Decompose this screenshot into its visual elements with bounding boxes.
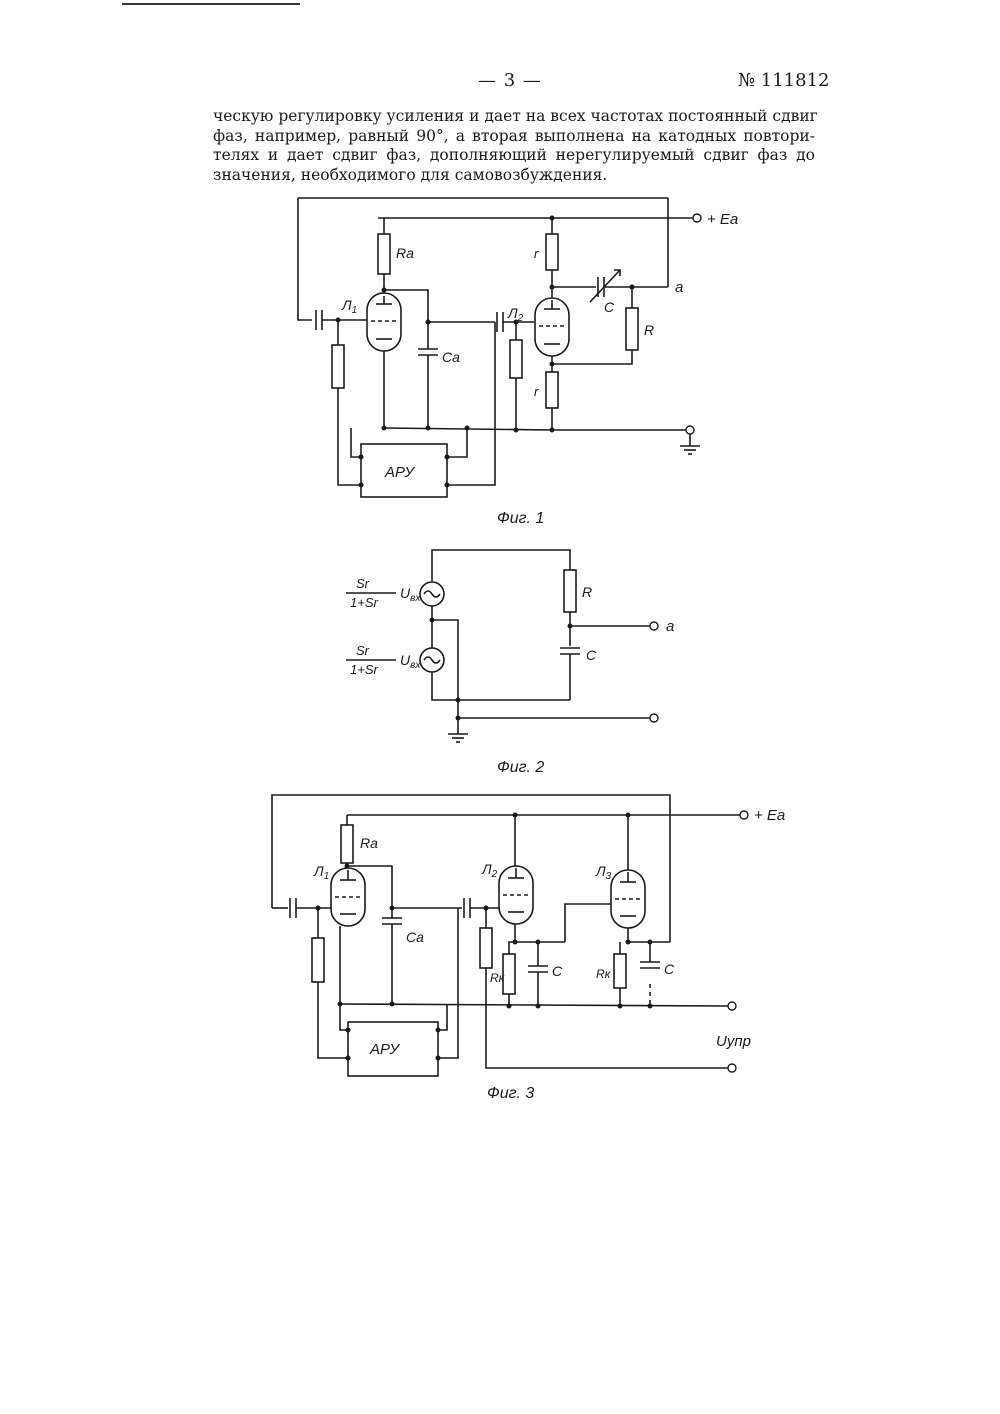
resistor-r-bottom [546, 372, 558, 408]
figure-2-caption: Фиг. 2 [497, 759, 544, 776]
fig3-ra-label: Ra [360, 835, 378, 851]
fig2-c-label: C [586, 647, 597, 663]
src2-denominator: 1+Sr [350, 662, 378, 677]
fig3-resistor-rk-1 [503, 954, 515, 994]
c-label: C [604, 299, 615, 315]
src2-u-label: Uвх [400, 652, 421, 671]
fig3-rk2-label: Rк [596, 967, 612, 981]
src1-denominator: 1+Sr [350, 595, 378, 610]
figure-3-caption: Фиг. 3 [487, 1085, 534, 1102]
fig3-grid-resistor-2 [480, 928, 492, 968]
agc-label-2: АРУ [369, 1041, 400, 1058]
fig2-r-label: R [582, 584, 592, 600]
src1-numerator: Sr [356, 576, 370, 591]
src1-u-label: Uвх [400, 585, 421, 604]
fig2-resistor-r [564, 570, 576, 612]
r-top-label: r [534, 246, 539, 261]
resistor-ra [378, 234, 390, 274]
grid-resistor-2 [510, 340, 522, 378]
fig3-rk1-label: Rк [490, 971, 506, 985]
tube-1-label: Л1 [341, 297, 357, 316]
r-bottom-label: r [534, 384, 539, 399]
supply-label: + Ea [707, 211, 738, 228]
agc-label-1: АРУ [384, 464, 415, 481]
figure-3-schematic: + Ea Л1 Ra Ca [272, 795, 785, 1076]
fig2-output-label: a [666, 618, 674, 635]
resistor-r-top [546, 234, 558, 270]
control-terminal [728, 1064, 736, 1072]
fig3-resistor-rk-2 [614, 954, 626, 988]
fig3-tube-3-label: Л3 [595, 863, 612, 882]
output-label: a [675, 279, 683, 296]
resistor-r [626, 308, 638, 350]
fig3-supply-terminal [740, 811, 748, 819]
fig3-ca-label: Ca [406, 929, 424, 945]
supply-terminal [693, 214, 701, 222]
src2-numerator: Sr [356, 643, 370, 658]
ground-terminal [686, 426, 694, 434]
figure-2-schematic: a R C Sr 1+Sr Uвх Sr 1+Sr Uвх [346, 550, 674, 742]
fig3-grid-resistor-1 [312, 938, 324, 982]
fig3-resistor-ra [341, 825, 353, 863]
ca-label: Ca [442, 349, 460, 365]
control-label: Uупр [716, 1033, 751, 1050]
fig3-tube-1-label: Л1 [313, 863, 329, 882]
grid-resistor-1 [332, 345, 344, 388]
fig3-tube-2-label: Л2 [481, 861, 498, 880]
fig3-c2-label: C [664, 961, 675, 977]
figure-1-caption: Фиг. 1 [497, 510, 544, 527]
figure-1-schematic: + Ea Л1 Ra Ca [298, 198, 738, 497]
fig3-supply-label: + Ea [754, 807, 785, 824]
r-label: R [644, 322, 654, 338]
fig3-c1-label: C [552, 963, 563, 979]
ra-label: Ra [396, 245, 414, 261]
